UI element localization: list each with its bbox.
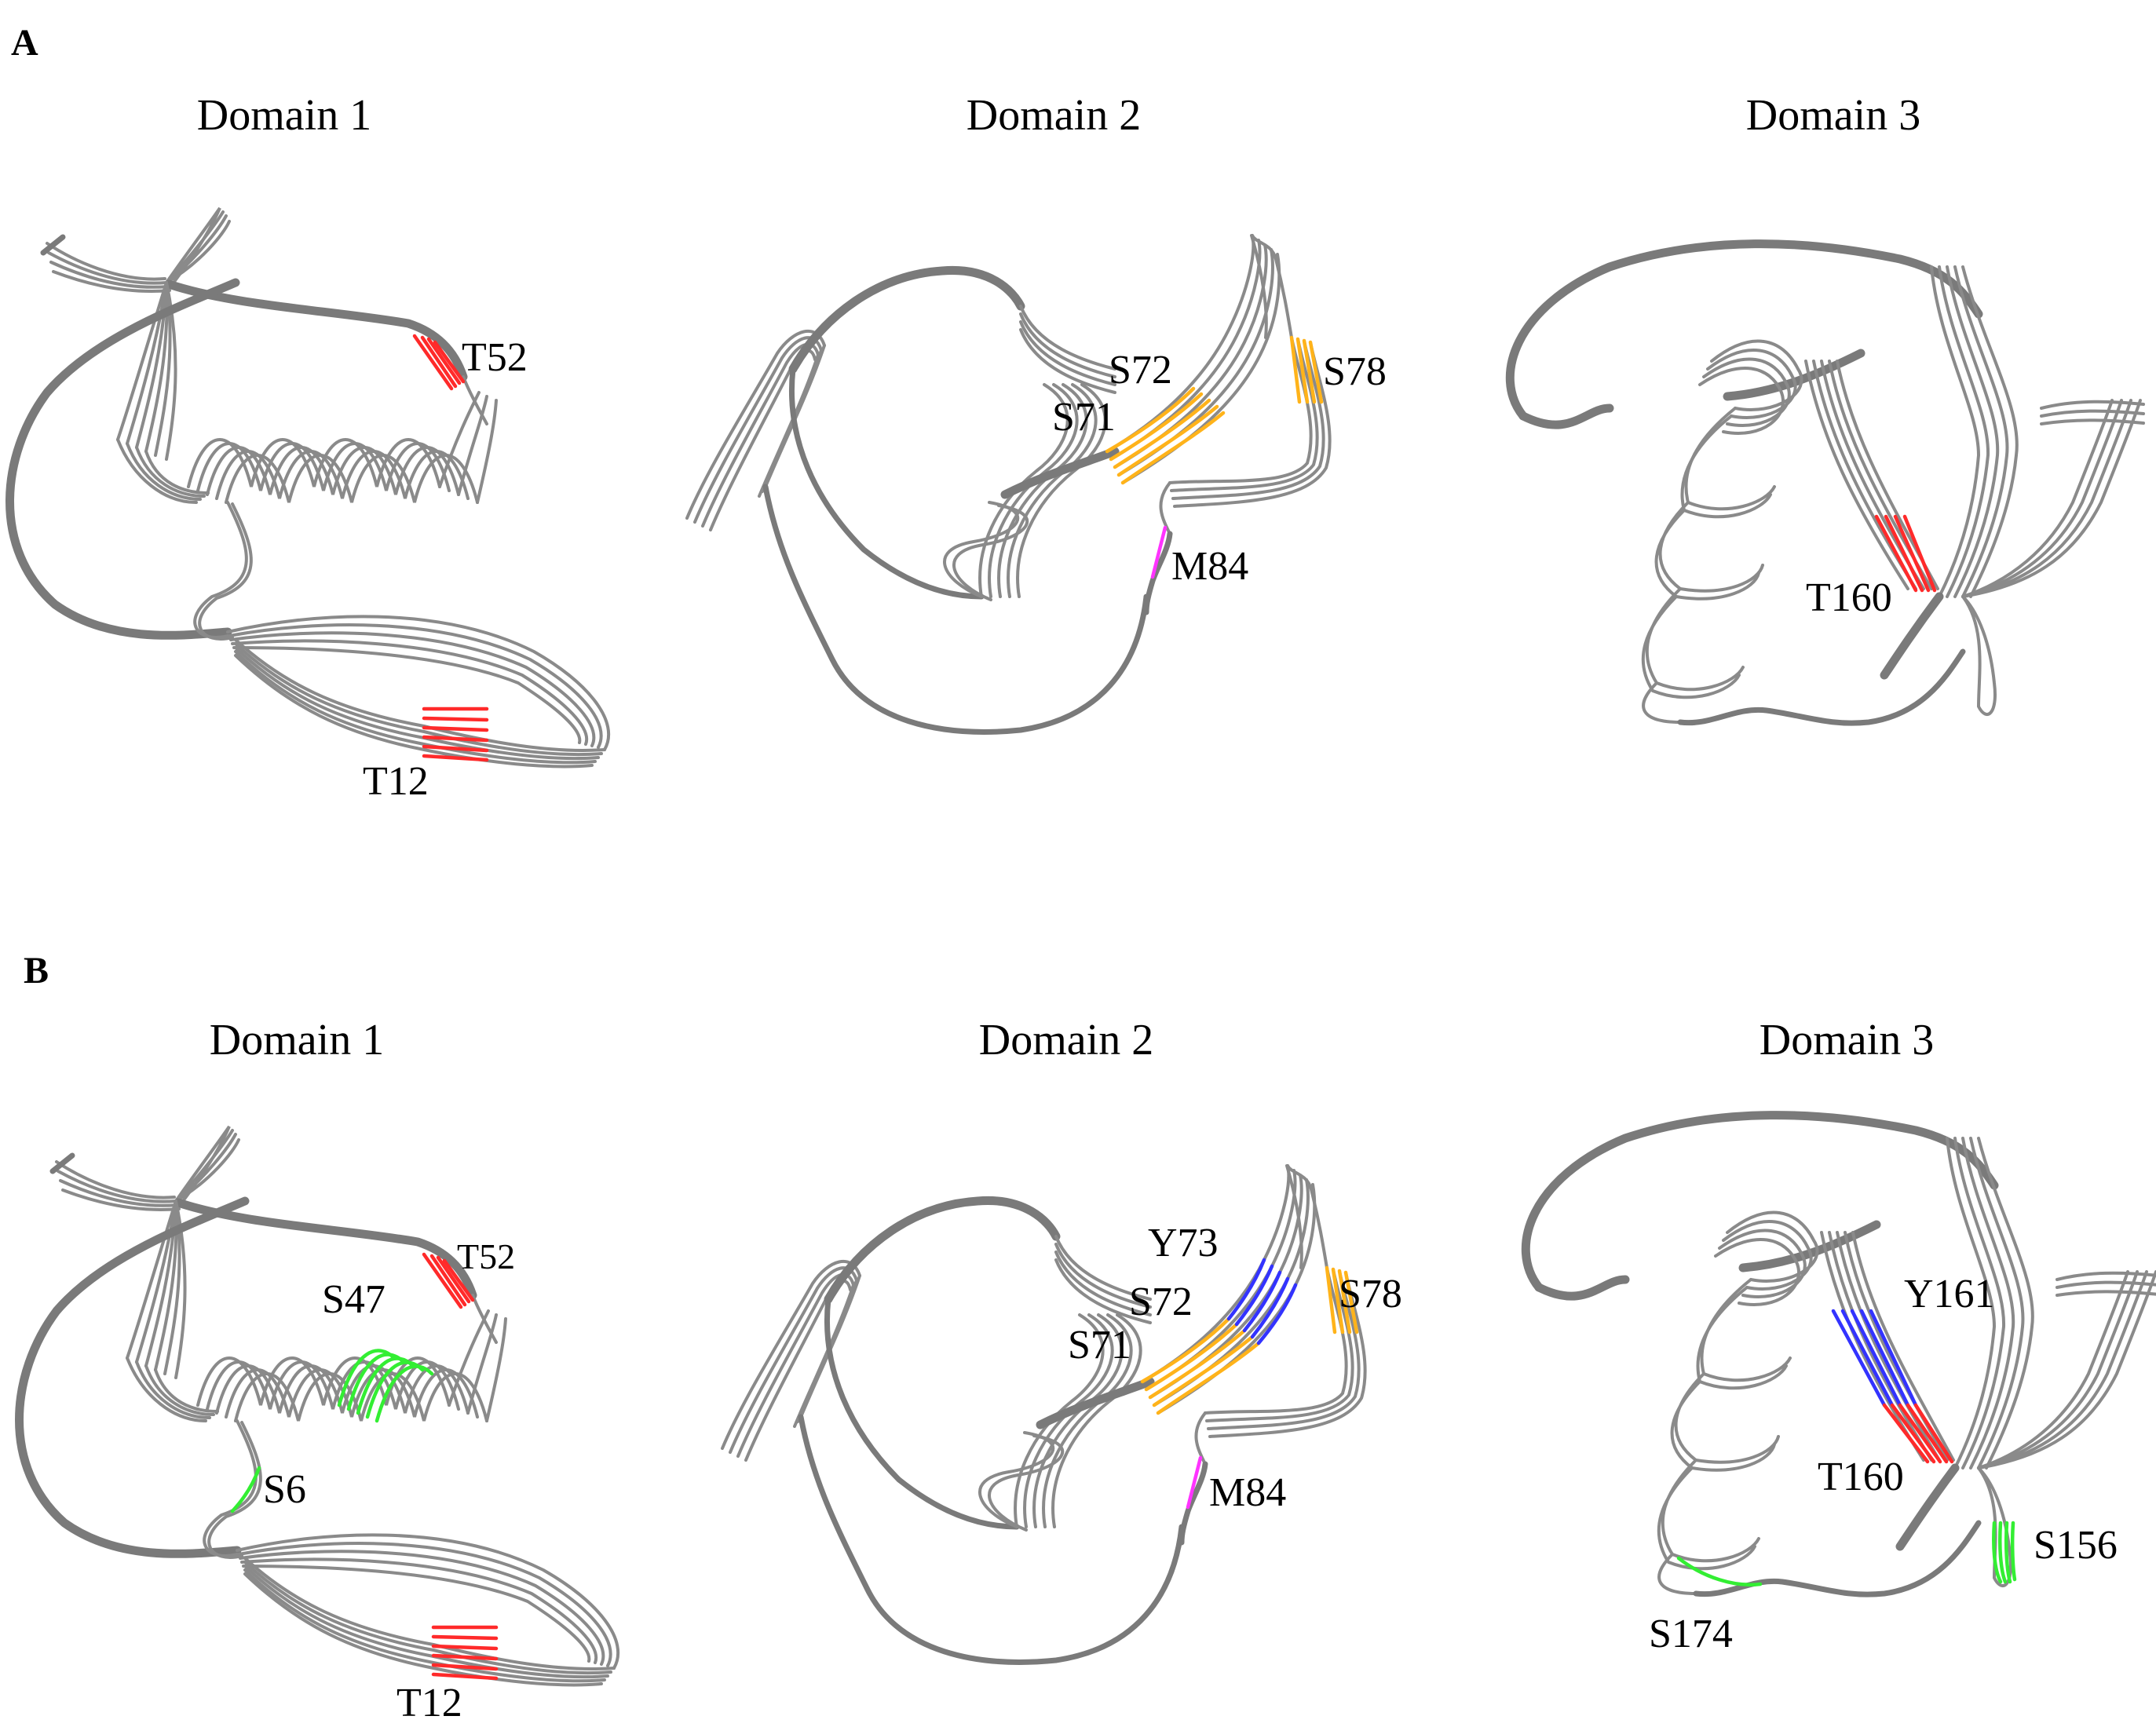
panel-a-domain-1: Domain 1 T52 T12 xyxy=(10,91,609,804)
residue-label: S6 xyxy=(263,1467,306,1512)
residue-label: T12 xyxy=(363,759,429,804)
domain-title: Domain 2 xyxy=(979,1016,1153,1064)
protein-ribbon xyxy=(10,208,609,766)
residue-label: Y161 xyxy=(1904,1272,1995,1316)
highlight-s71-s72 xyxy=(1105,386,1226,485)
panel-b-domain-1: Domain 1 xyxy=(20,1016,619,1725)
highlight-y161 xyxy=(1831,1309,1918,1408)
domain-title: Domain 3 xyxy=(1760,1016,1934,1064)
panel-b-domain-2: Domain 2 xyxy=(722,1016,1402,1662)
highlight-t52 xyxy=(412,334,466,391)
highlight-m84 xyxy=(1150,525,1168,579)
highlight-t160 xyxy=(1874,514,1937,593)
domain-title: Domain 1 xyxy=(210,1016,384,1064)
residue-label: M84 xyxy=(1171,544,1248,589)
residue-label: T12 xyxy=(396,1681,462,1725)
highlight-s6 xyxy=(230,1466,261,1513)
panel-b: B Domain 1 xyxy=(20,950,2156,1725)
residue-label: S72 xyxy=(1109,348,1172,392)
residue-label: S156 xyxy=(2034,1523,2118,1568)
highlight-s71-s72 xyxy=(1140,1316,1261,1415)
residue-label: T160 xyxy=(1806,575,1892,620)
highlight-s174 xyxy=(1676,1556,1763,1586)
domain-title: Domain 3 xyxy=(1746,91,1920,140)
panel-a: A Domain 1 T52 T12 Domai xyxy=(10,22,2144,804)
domain-title: Domain 2 xyxy=(967,91,1141,140)
residue-label: S47 xyxy=(322,1277,386,1322)
panel-b-letter: B xyxy=(24,950,49,991)
highlight-s78 xyxy=(1325,1265,1359,1334)
residue-label: S72 xyxy=(1129,1280,1193,1324)
highlight-t12 xyxy=(431,1625,499,1681)
highlight-s156 xyxy=(1992,1521,2017,1584)
residue-label: Y73 xyxy=(1148,1221,1219,1265)
residue-label: T52 xyxy=(457,1236,515,1276)
protein-ribbon xyxy=(722,1166,1365,1662)
protein-ribbon xyxy=(20,1126,619,1685)
highlight-t52 xyxy=(422,1252,475,1309)
residue-label: S71 xyxy=(1068,1323,1131,1367)
highlight-s78 xyxy=(1289,335,1324,404)
highlight-m84 xyxy=(1186,1455,1203,1510)
highlight-t160 xyxy=(1882,1403,1954,1464)
highlight-y73 xyxy=(1226,1258,1298,1345)
panel-a-domain-2: Domain 2 S72 S71 S78 M84 xyxy=(687,91,1387,732)
protein-ribbon xyxy=(1510,244,2143,724)
protein-ribbon xyxy=(687,236,1330,732)
residue-label: S174 xyxy=(1649,1612,1733,1656)
residue-label: S78 xyxy=(1339,1272,1402,1316)
panel-b-domain-3: Domain 3 xyxy=(1526,1016,2156,1656)
residue-label: M84 xyxy=(1209,1470,1286,1515)
highlight-t12 xyxy=(422,706,489,762)
residue-label: T160 xyxy=(1818,1455,1904,1499)
domain-title: Domain 1 xyxy=(197,91,371,140)
residue-label: S71 xyxy=(1052,395,1116,440)
residue-label: T52 xyxy=(462,335,528,380)
panel-a-domain-3: Domain 3 T160 xyxy=(1510,91,2143,723)
residue-label: S78 xyxy=(1323,349,1387,394)
highlight-s47 xyxy=(337,1349,434,1423)
panel-a-letter: A xyxy=(11,22,38,64)
